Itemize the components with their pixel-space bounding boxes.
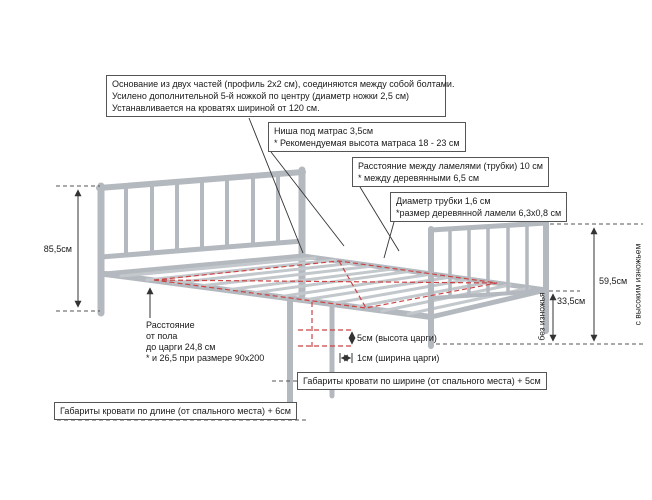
callout-line: Расстояние между ламелями (трубки) 10 см (358, 161, 543, 171)
dim-footboard-heights (436, 223, 643, 345)
callout-tube-diameter: Диаметр трубки 1,6 см *размер деревянной… (390, 192, 568, 222)
label-headboard-height: 85,5см (43, 244, 72, 254)
dim-rail-profile (339, 331, 356, 363)
callout-slat-spacing: Расстояние между ламелями (трубки) 10 см… (352, 157, 549, 187)
dimension-lines (56, 185, 643, 421)
center-legs (287, 296, 335, 420)
callout-line: Усилено дополнительной 5-й ножкой по цен… (112, 91, 410, 101)
label-note-no-footboard: без изножья (536, 292, 547, 341)
callout-line: Габариты кровати по ширине (от спального… (303, 376, 541, 386)
callout-overall-length: Габариты кровати по длине (от спального … (54, 402, 297, 420)
callout-mattress-niche: Ниша под матрас 3,5см * Рекомендуемая вы… (268, 122, 466, 152)
label-floor-to-rail: Расстояние от пола до царги 24,8 см * и … (146, 320, 264, 364)
headboard (96, 166, 306, 317)
callout-line: Ниша под матрас 3,5см (274, 126, 374, 136)
callout-line: Основание из двух частей (профиль 2x2 см… (112, 79, 455, 89)
label-note-high-footboard: с высоким изножьем (632, 243, 643, 326)
label-rail-height: 5см (высота царги) (357, 333, 437, 343)
callout-line: *размер деревянной ламели 6,3x0,8 см (396, 208, 562, 218)
label-rail-width: 1см (ширина царги) (357, 353, 440, 363)
callout-leaders (248, 117, 400, 259)
label-line: * и 26,5 при размере 90x200 (146, 353, 265, 363)
label-line: до царги 24,8 см (146, 342, 216, 352)
callout-line: Габариты кровати по длине (от спального … (60, 406, 291, 416)
callout-overall-width: Габариты кровати по ширине (от спального… (297, 372, 547, 390)
callout-line: Диаметр трубки 1,6 см (396, 196, 491, 206)
label-height-high-footboard: 59,5см (599, 276, 628, 286)
footboard (428, 219, 549, 349)
callout-line: Устанавливается на кроватях шириной от 1… (112, 103, 320, 113)
headboard-bars (124, 174, 280, 255)
dim-headboard-height (56, 185, 100, 312)
callout-line: * между деревянными 6,5 см (358, 173, 480, 183)
mattress-niche-outline (153, 260, 498, 350)
label-line: Расстояние (146, 320, 195, 330)
label-height-no-footboard: 33,5см (557, 296, 586, 306)
callout-base-description: Основание из двух частей (профиль 2x2 см… (106, 75, 455, 117)
label-line: от пола (146, 331, 178, 341)
callout-line: * Рекомендуемая высота матраса 18 - 23 с… (274, 138, 460, 148)
